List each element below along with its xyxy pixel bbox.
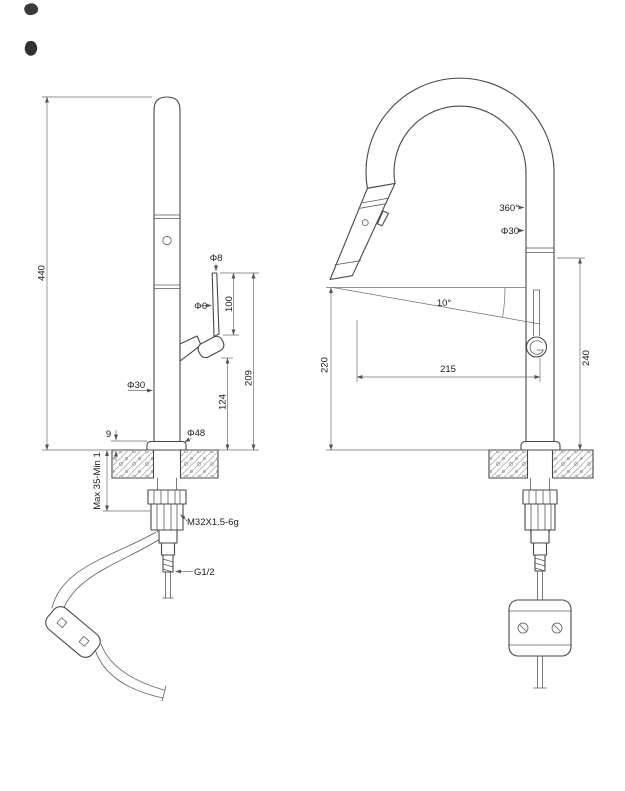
- spout-inner-edge: [393, 105, 527, 446]
- dim-9: 9: [106, 429, 111, 440]
- side-dimensions: 360° Φ30 10° 220 215 240: [320, 203, 592, 451]
- mounting-nut: [150, 503, 184, 531]
- weight-body: [508, 599, 572, 657]
- front-dimensions: 440 Φ8 Φ6 100 209 124 Φ30 Φ48 9: [37, 96, 259, 578]
- hose-fitting: [158, 529, 178, 544]
- faucet-body-side: [329, 77, 561, 451]
- dim-total-height: 440: [37, 265, 48, 281]
- side-mounting-hardware: [522, 477, 558, 601]
- hose-fitting: [530, 529, 550, 544]
- body-joints: [153, 214, 181, 289]
- spout-outer-edge: [365, 77, 555, 446]
- base-flange: [146, 440, 187, 451]
- dim-209: 209: [244, 370, 255, 386]
- dim-phi48: Φ48: [187, 428, 205, 439]
- mounting-plate: [522, 489, 558, 505]
- countertop-hatch: [113, 451, 153, 477]
- dim-phi6: Φ6: [194, 301, 207, 312]
- countertop-hatch: [553, 451, 593, 477]
- spray-head-button: [361, 219, 369, 227]
- front-view: 440 Φ8 Φ6 100 209 124 Φ30 Φ48 9: [37, 96, 259, 702]
- handle-knob-detail: [529, 340, 544, 355]
- spray-hose-end: [533, 655, 547, 689]
- scan-artifacts: [24, 3, 39, 56]
- front-countertop: [111, 449, 219, 479]
- spray-head-joints: [334, 197, 389, 266]
- weight-screw: [551, 622, 563, 634]
- dim-124: 124: [218, 394, 229, 410]
- dim-phi30-side: Φ30: [501, 226, 519, 237]
- dim-220: 220: [320, 357, 331, 373]
- hose-end-fitting: [161, 685, 167, 702]
- supply-hoses: [51, 531, 167, 702]
- body-tube: [153, 96, 181, 442]
- spray-button: [162, 235, 172, 246]
- dim-240: 240: [581, 350, 592, 366]
- side-view: 360° Φ30 10° 220 215 240: [320, 77, 594, 689]
- hose-weight-front: [45, 606, 101, 658]
- handle-rod: [211, 272, 220, 338]
- dim-100: 100: [224, 296, 235, 312]
- dim-phi30-front: Φ30: [127, 380, 145, 391]
- spray-hose-tail: [162, 571, 174, 599]
- faucet-body-front: [146, 96, 225, 451]
- swivel-joint: [525, 247, 555, 253]
- spray-trigger: [376, 210, 390, 227]
- weight-hole: [78, 635, 90, 647]
- dim-swivel: 360°: [499, 203, 519, 214]
- artifact-mark: [24, 3, 39, 16]
- spray-hose: [537, 570, 543, 601]
- dim-angle: 10°: [437, 298, 452, 309]
- dim-thread-g12: G1/2: [194, 567, 215, 578]
- dim-215: 215: [440, 364, 456, 375]
- mounting-nut: [524, 503, 556, 531]
- handle-knob: [197, 335, 225, 359]
- countertop-hatch: [490, 451, 527, 477]
- weight-screw: [517, 622, 529, 634]
- dim-thread-m32: M32X1.5-6g: [187, 517, 239, 528]
- weight-hole: [56, 617, 68, 629]
- base-flange: [520, 440, 561, 451]
- hose-fitting: [532, 542, 548, 556]
- hose-fitting: [160, 542, 176, 556]
- g12-nipple: [162, 554, 174, 573]
- dim-phi8: Φ8: [210, 253, 223, 264]
- countertop-hatch: [181, 451, 217, 477]
- dim-clamp-range: Max 35-Min 1: [92, 452, 103, 510]
- hose-weight-side: [508, 599, 572, 689]
- front-mounting-hardware: [147, 477, 187, 599]
- weight-body: [45, 606, 101, 658]
- artifact-mark: [24, 40, 38, 56]
- handle-rod-side: [533, 289, 540, 337]
- spray-head: [329, 182, 396, 281]
- side-countertop: [488, 449, 594, 479]
